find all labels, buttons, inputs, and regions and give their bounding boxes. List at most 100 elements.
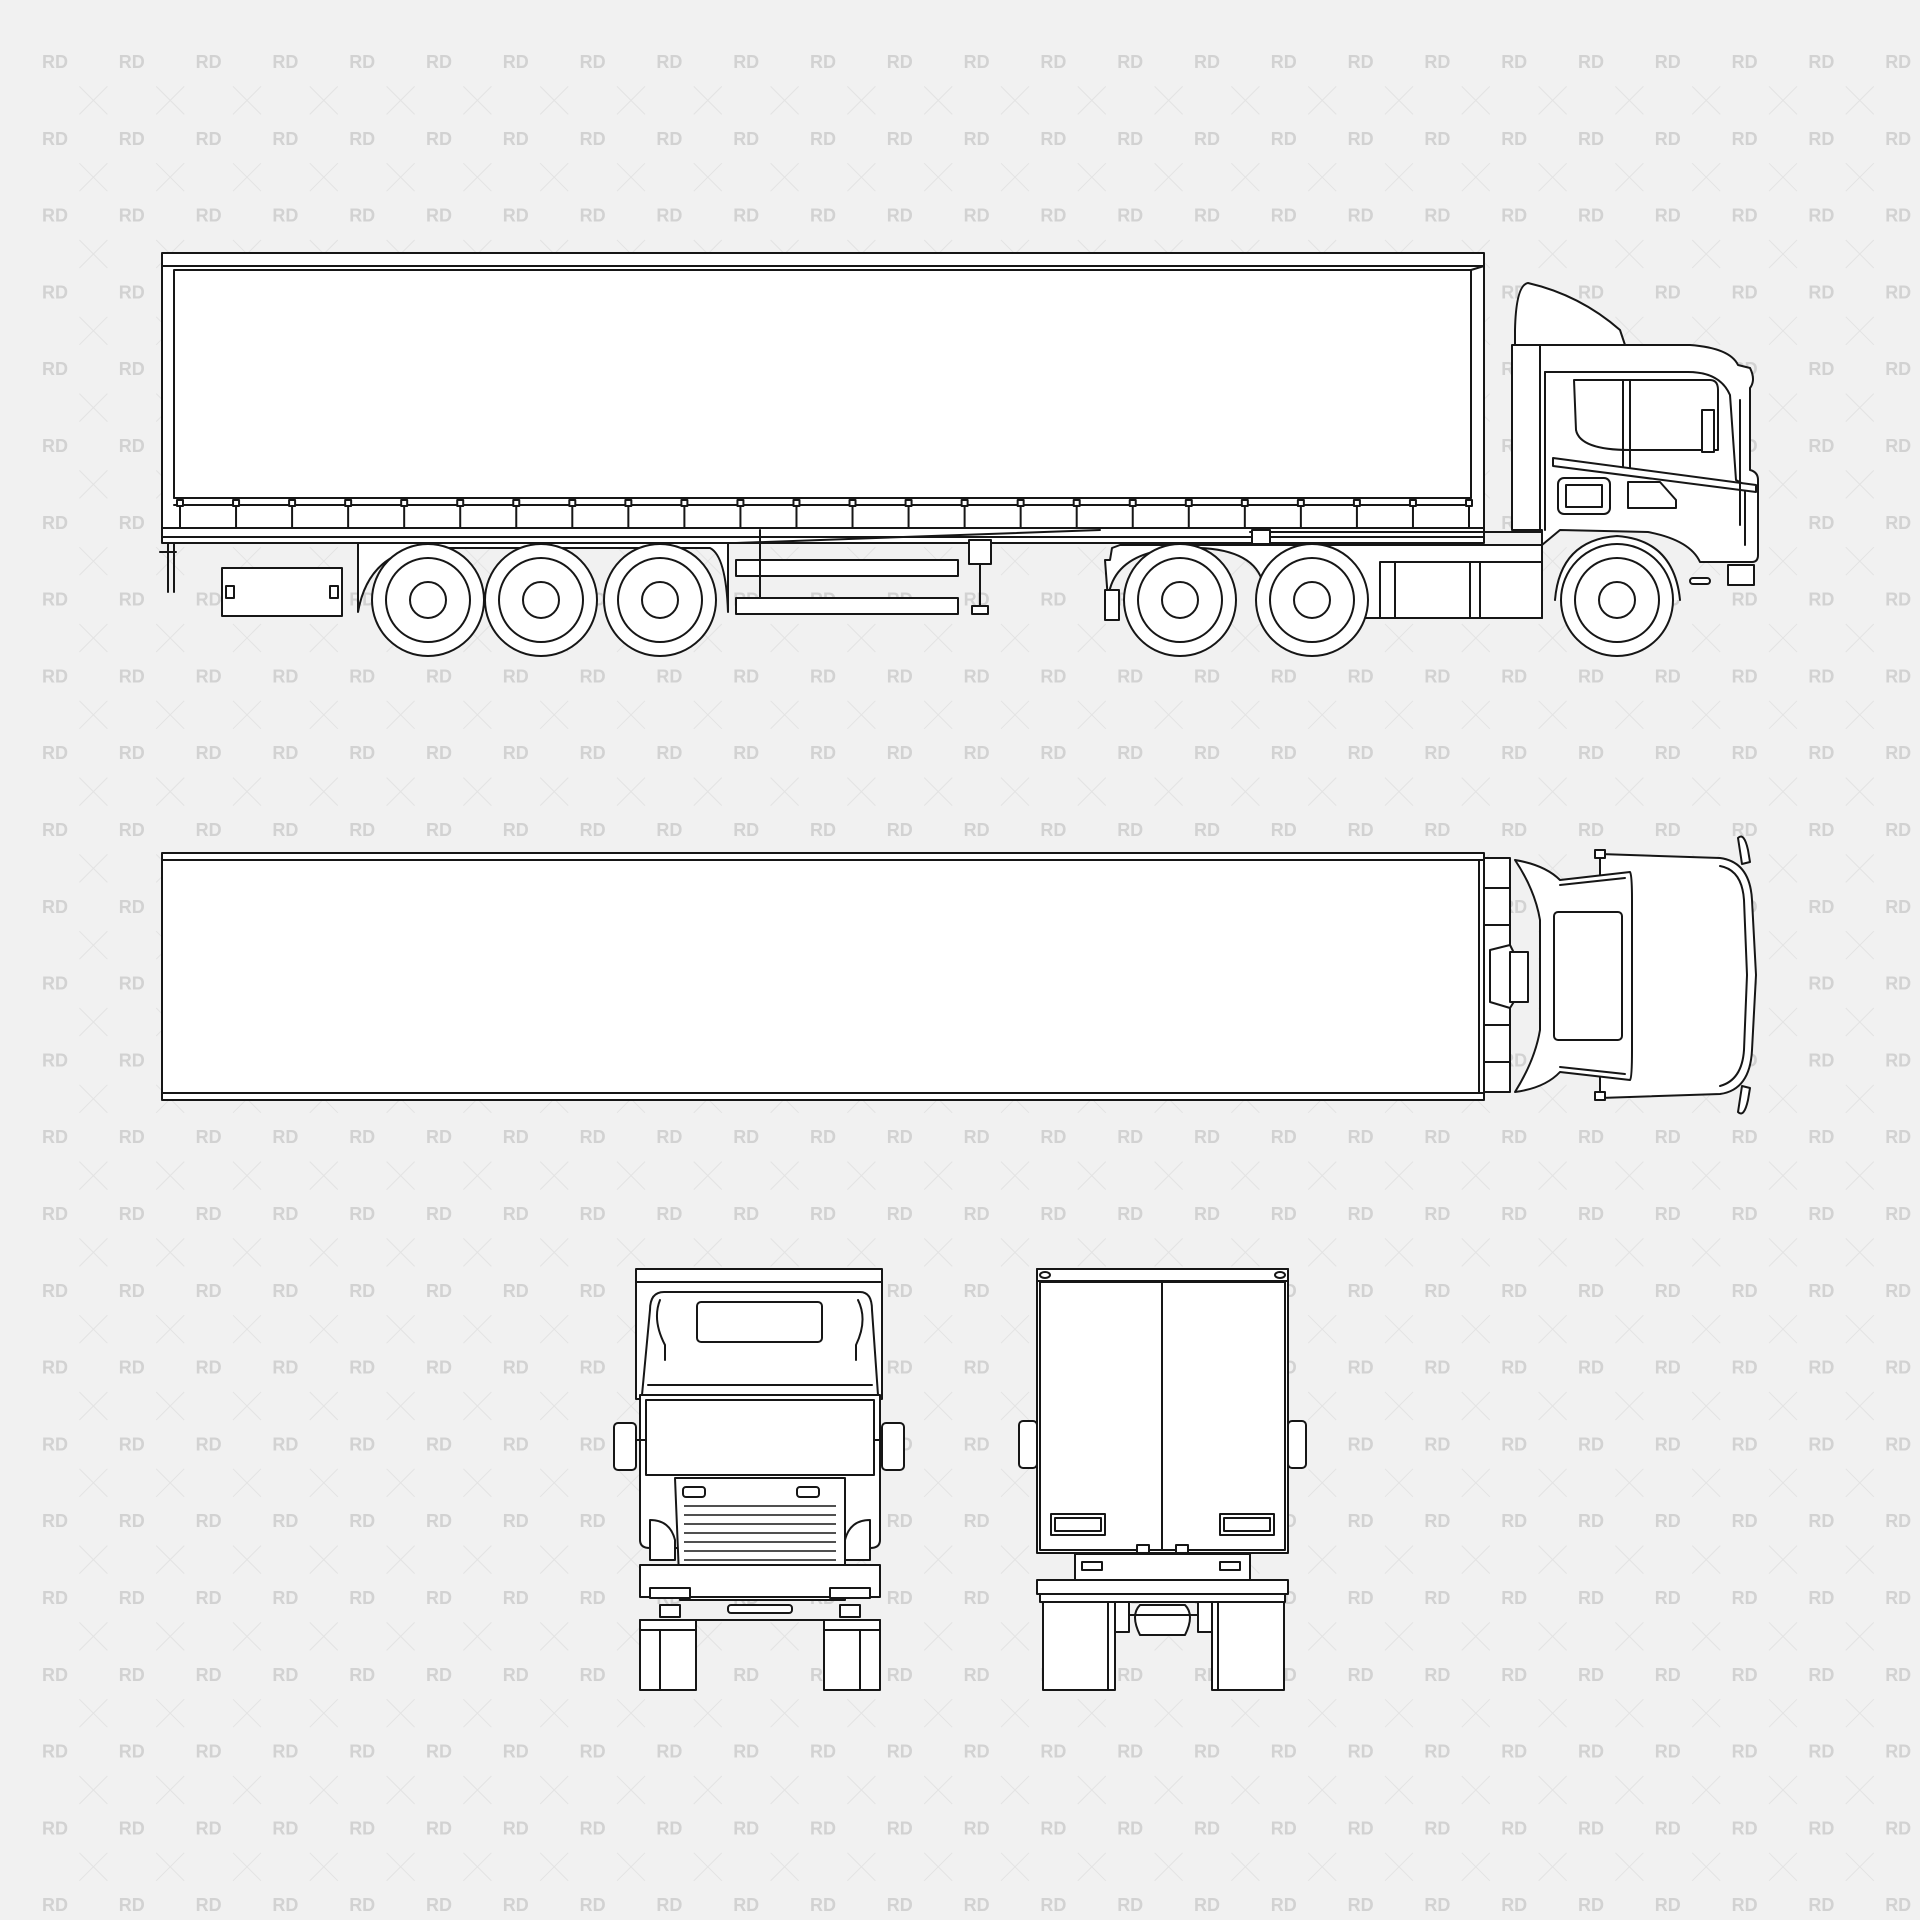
watermark-text: RD [733,206,759,226]
watermark-text: RD [42,1511,68,1531]
watermark-text: RD [580,1204,606,1224]
watermark-text: RD [503,1665,529,1685]
watermark-text: RD [42,359,68,379]
watermark-text: RD [580,1895,606,1915]
watermark-text: RD [1271,1127,1297,1147]
watermark-text: RD [119,590,145,610]
watermark-text: RD [1271,206,1297,226]
watermark-text: RD [1732,666,1758,686]
watermark-text: RD [1885,820,1911,840]
watermark-text: RD [1808,513,1834,533]
watermark-text: RD [426,1511,452,1531]
watermark-text: RD [119,1895,145,1915]
watermark-text: RD [580,1818,606,1838]
watermark-text: RD [1348,1818,1374,1838]
watermark-text: RD [1808,1358,1834,1378]
watermark-text: RD [810,743,836,763]
watermark-text: RD [1501,1358,1527,1378]
watermark-text: RD [1194,52,1220,72]
watermark-text: RD [810,1818,836,1838]
watermark-text: RD [1271,1742,1297,1762]
watermark-text: RD [119,820,145,840]
watermark-text: RD [964,1742,990,1762]
watermark-text: RD [349,1281,375,1301]
watermark-text: RD [1348,206,1374,226]
watermark-text: RD [1578,1127,1604,1147]
watermark-text: RD [1424,1511,1450,1531]
watermark-text: RD [1578,1358,1604,1378]
tractor-wheel-drive-1 [1123,543,1237,657]
watermark-text: RD [272,820,298,840]
rear-mirror-right [1287,1420,1307,1469]
watermark-text: RD [1040,52,1066,72]
watermark-text: RD [1808,52,1834,72]
watermark-text: RD [1424,1204,1450,1224]
watermark-text: RD [119,129,145,149]
watermark-text: RD [1808,1665,1834,1685]
watermark-text: RD [349,1742,375,1762]
watermark-text: RD [503,1204,529,1224]
watermark-text: RD [1885,1050,1911,1070]
roof-panel [696,1301,823,1343]
watermark-text: RD [503,129,529,149]
watermark-text: RD [1194,1127,1220,1147]
watermark-text: RD [1808,129,1834,149]
watermark-text: RD [1578,206,1604,226]
watermark-text: RD [42,1358,68,1378]
watermark-text: RD [1194,743,1220,763]
watermark-text: RD [1655,1665,1681,1685]
watermark-text: RD [964,1818,990,1838]
watermark-text: RD [1348,1895,1374,1915]
watermark-text: RD [1732,1895,1758,1915]
watermark-text: RD [119,436,145,456]
watermark-text: RD [1578,820,1604,840]
watermark-text: RD [1885,743,1911,763]
watermark-text: RD [1808,666,1834,686]
watermark-text: RD [887,666,913,686]
watermark-text: RD [1732,282,1758,302]
watermark-text: RD [1424,820,1450,840]
watermark-text: RD [1348,1742,1374,1762]
watermark-text: RD [964,1665,990,1685]
headlight-right [796,1486,820,1498]
watermark-text: RD [580,1742,606,1762]
watermark-text: RD [656,1127,682,1147]
watermark-text: RD [580,666,606,686]
rear-bumper [1036,1579,1289,1595]
watermark-text: RD [1578,666,1604,686]
watermark-text: RD [887,1895,913,1915]
watermark-text: RD [1655,1588,1681,1608]
watermark-text: RD [1808,1434,1834,1454]
watermark-text: RD [1885,590,1911,610]
watermark-text: RD [196,1895,222,1915]
watermark-text: RD [656,820,682,840]
watermark-text: RD [810,206,836,226]
watermark-text: RD [1808,1818,1834,1838]
watermark-text: RD [1040,666,1066,686]
tractor-wheel-front [1560,543,1674,657]
watermark-text: RD [1501,1895,1527,1915]
watermark-text: RD [1732,1818,1758,1838]
watermark-text: RD [1194,666,1220,686]
watermark-text: RD [1271,1818,1297,1838]
tractor-wheel-drive-2 [1255,543,1369,657]
watermark-text: RD [119,1588,145,1608]
watermark-text: RD [1578,282,1604,302]
watermark-text: RD [1655,1204,1681,1224]
watermark-text: RD [1424,52,1450,72]
watermark-text: RD [1040,820,1066,840]
watermark-text: RD [426,743,452,763]
watermark-text: RD [503,1127,529,1147]
watermark-text: RD [1424,1358,1450,1378]
watermark-text: RD [1194,1742,1220,1762]
watermark-text: RD [119,897,145,917]
watermark-text: RD [580,820,606,840]
watermark-text: RD [1578,1434,1604,1454]
watermark-text: RD [272,1511,298,1531]
watermark-text: RD [887,1588,913,1608]
watermark-text: RD [349,1588,375,1608]
top-plan-view [161,835,1757,1115]
watermark-text: RD [964,1281,990,1301]
watermark-text: RD [272,1742,298,1762]
watermark-text: RD [656,206,682,226]
